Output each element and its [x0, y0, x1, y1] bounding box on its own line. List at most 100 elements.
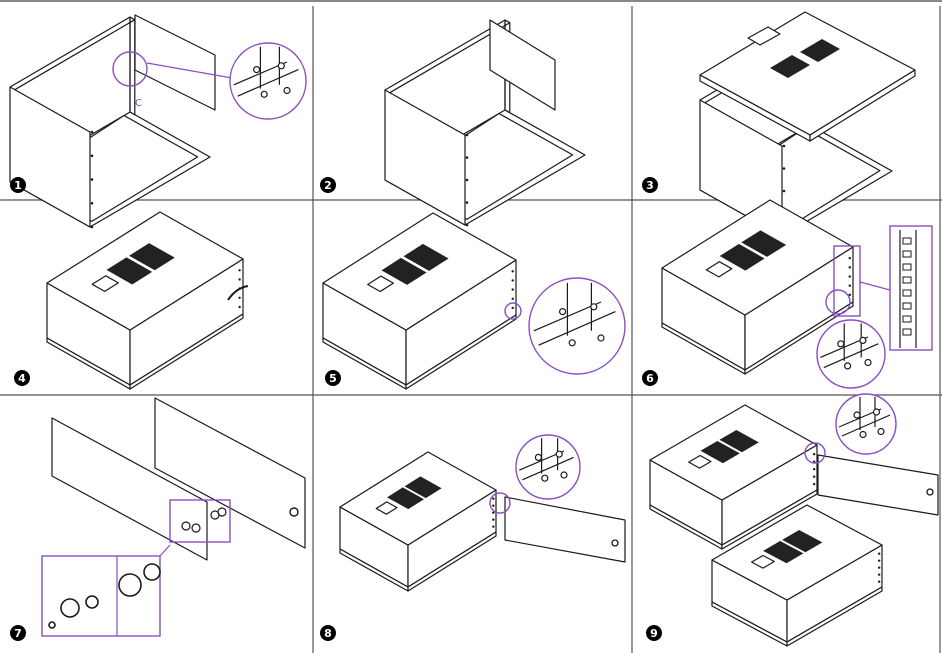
vent-grille-icon [106, 257, 153, 285]
screw-icon [541, 474, 549, 482]
step-1-leader [146, 62, 233, 79]
step-2-frame [384, 19, 586, 227]
screw-icon [568, 339, 576, 347]
screw-icon [837, 340, 845, 348]
step-5-detail [528, 277, 626, 375]
step-number-badge: 1 [10, 177, 26, 193]
lock-part-icon [48, 621, 56, 629]
step-1-frame [9, 16, 211, 229]
screw-icon [90, 225, 94, 229]
step-number: 3 [646, 179, 654, 192]
rail-slot [902, 315, 912, 323]
step-9-open-door [817, 454, 939, 516]
cable-entry-plate [705, 261, 733, 278]
step-6-detail [816, 319, 886, 389]
vent-grille-icon [700, 440, 740, 464]
cabinet-base [129, 313, 244, 390]
door-lock-icon [289, 507, 299, 517]
lock-part-icon [143, 563, 161, 581]
vent-grille-icon [719, 243, 765, 271]
step-9-detail [835, 393, 897, 455]
step-8-cabinet [339, 451, 497, 592]
screw-icon [253, 65, 261, 74]
screw-icon [511, 297, 514, 300]
step-6-rail-detail [889, 225, 933, 351]
step-number: 4 [18, 372, 26, 385]
screw-icon [877, 427, 885, 436]
screw-icon [859, 336, 867, 344]
screw-icon [90, 130, 94, 134]
step-9-callout [804, 442, 826, 464]
rail-slot [902, 302, 912, 310]
screw-icon [848, 284, 851, 287]
step-number: 1 [14, 179, 22, 192]
screw-icon [90, 201, 94, 205]
screw-icon [558, 308, 567, 316]
cabinet-base [744, 301, 854, 375]
step-6-cabinet [661, 199, 854, 375]
badge-circle [320, 177, 336, 193]
badge-circle [320, 625, 336, 641]
vent-grille-icon [129, 243, 175, 271]
glass-door-rear [51, 417, 208, 561]
cable-entry-plate [375, 501, 398, 515]
step-9-cabinet-a [649, 404, 818, 550]
step-6-callout [825, 289, 851, 315]
vent-grille-icon [719, 429, 759, 453]
step-number-badge: 3 [642, 177, 658, 193]
screw-icon [465, 133, 469, 137]
step-number-badge: 8 [320, 625, 336, 641]
screw-icon [90, 154, 94, 158]
screw-icon [853, 411, 861, 419]
rail-slot [902, 237, 912, 245]
screw-icon [812, 467, 816, 471]
screw-icon [465, 178, 469, 182]
step-number-badge: 4 [14, 370, 30, 386]
frame-edge [384, 19, 506, 91]
screw-icon [843, 362, 852, 370]
rail-slot [902, 276, 912, 284]
frame-edge [14, 19, 136, 91]
cable-entry-plate [688, 454, 712, 469]
screw-icon [590, 303, 598, 311]
detail-edge [237, 69, 299, 97]
badge-circle [325, 370, 341, 386]
badge-circle [10, 625, 26, 641]
screw-icon [492, 525, 495, 528]
screw-icon [877, 580, 881, 583]
cabinet-base [407, 531, 497, 592]
side-panel [384, 89, 466, 226]
screw-icon [492, 518, 495, 521]
screw-icon [511, 270, 514, 273]
vent-grille-icon [763, 540, 804, 564]
frame-edge [9, 16, 131, 88]
vent-grille-icon [404, 476, 442, 499]
screw-icon [511, 288, 514, 291]
screw-icon [859, 430, 867, 439]
screw-icon [597, 334, 605, 342]
cable-entry-plate [91, 275, 119, 292]
screw-icon [465, 156, 469, 159]
cable-entry-plate [367, 275, 394, 293]
screw-icon [812, 482, 816, 486]
screw-icon [877, 566, 881, 569]
rail-slot [902, 328, 912, 336]
step-number: 2 [324, 179, 332, 192]
cabinet-base [721, 489, 818, 550]
glass-door-front [154, 397, 306, 549]
badge-circle [642, 177, 658, 193]
screw-icon [492, 511, 495, 514]
door-lock-icon [926, 488, 934, 496]
vent-grille-icon [741, 230, 787, 257]
rail-slot [902, 263, 912, 271]
screw-icon [877, 573, 881, 576]
step-9-cabinet-b [711, 504, 883, 647]
callout-label-c: C [135, 98, 142, 109]
badge-circle [642, 370, 658, 386]
screw-icon [465, 223, 469, 227]
step-2-side-panel [489, 19, 556, 111]
screw-icon [283, 86, 291, 95]
rotate-arrow-icon [227, 285, 249, 301]
screw-icon [492, 497, 495, 500]
screw-icon [812, 452, 816, 456]
